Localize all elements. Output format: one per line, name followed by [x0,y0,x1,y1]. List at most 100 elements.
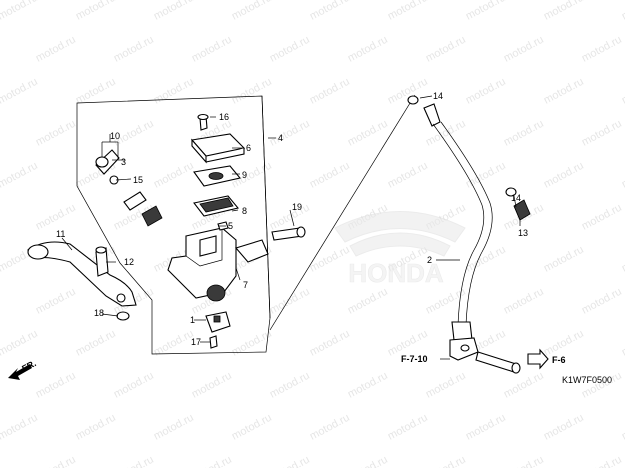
watermark-text: motod.ru [502,370,546,401]
watermark-text: motod.ru [230,76,274,107]
reference-arrow-icon [527,348,549,370]
watermark-text: motod.ru [620,244,625,275]
watermark-text: motod.ru [502,286,546,317]
watermark-text: motod.ru [308,412,352,443]
watermark-text: motod.ru [386,0,430,23]
watermark-text: motod.ru [152,160,196,191]
front-label: FR. [20,358,37,374]
watermark-text: motod.ru [308,76,352,107]
watermark-text: motod.ru [308,0,352,23]
watermark-text: motod.ru [268,286,312,317]
watermark-text: motod.ru [424,370,468,401]
watermark-text: motod.ru [308,160,352,191]
watermark-text: motod.ru [620,0,625,23]
callout-6: 6 [246,143,251,153]
watermark-text: motod.ru [424,34,468,65]
watermark-text: motod.ru [542,0,586,23]
watermark-text: motod.ru [502,454,546,468]
watermark-text: motod.ru [464,244,508,275]
watermark-text: motod.ru [580,34,624,65]
callout-16: 16 [219,112,229,122]
reference-right: F-6 [552,355,566,365]
watermark-text: motod.ru [464,76,508,107]
watermark-text: motod.ru [346,454,390,468]
watermark-text: motod.ru [542,76,586,107]
watermark-text: motod.ru [190,454,234,468]
watermark-text: motod.ru [34,370,78,401]
reference-left: F-7-10 [401,354,428,364]
lever-part [27,241,137,307]
watermark-text: motod.ru [34,118,78,149]
watermark-text: motod.ru [112,370,156,401]
assembly-outline [76,95,271,355]
watermark-text: motod.ru [190,370,234,401]
watermark-text: motod.ru [74,412,118,443]
watermark-text: motod.ru [542,328,586,359]
leader-lines [61,95,521,343]
callout-18: 18 [94,308,104,318]
watermark-text: motod.ru [268,118,312,149]
watermark-text: motod.ru [308,244,352,275]
watermark-text: motod.ru [620,76,625,107]
watermark-text: motod.ru [268,202,312,233]
watermark-text: motod.ru [620,412,625,443]
callout-labels: 3 15 10 16 6 9 8 4 5 7 11 12 18 1 17 19 … [56,91,528,347]
watermark-text: motod.ru [346,118,390,149]
callout-19: 19 [292,202,302,212]
brake-switch-boot [206,284,226,302]
watermark-text: motod.ru [464,0,508,23]
watermark-text: motod.ru [542,412,586,443]
front-direction-indicator: FR. [8,358,38,380]
lever-tip [27,244,49,260]
watermark-text: motod.ru [0,328,40,359]
watermark-text: motod.ru [580,202,624,233]
brand-wordmark: HONDA [348,258,444,288]
mount-clamp-part [235,239,269,263]
watermark-text: motod.ru [230,412,274,443]
spring-part [141,205,163,227]
piston-cup [95,156,109,168]
watermark-text: motod.ru [112,34,156,65]
watermark-text: motod.ru [34,34,78,65]
master-cylinder-body [167,227,237,299]
watermark-text: motod.ru [268,454,312,468]
watermark-text: motod.ru [0,160,40,191]
watermark-text: motod.ru [386,76,430,107]
watermark-text: motod.ru [268,34,312,65]
callout-17: 17 [191,337,201,347]
watermark-text: motod.ru [34,202,78,233]
watermark-text: motod.ru [0,0,40,23]
watermark-text: motod.ru [74,0,118,23]
watermark-text: motod.ru [620,160,625,191]
watermark-text: motod.ru [34,286,78,317]
watermark-text: motod.ru [580,118,624,149]
watermark-text: motod.ru [386,412,430,443]
callout-3: 3 [121,157,126,167]
watermark-text: motod.ru [346,370,390,401]
hose-top-union [423,103,441,127]
callout-14-side: 14 [511,193,521,203]
watermark-text: motod.ru [542,244,586,275]
watermark-text: motod.ru [580,286,624,317]
honda-wing-logo: HONDA [334,211,466,288]
watermark-text: motod.ru [580,454,624,468]
callout-9: 9 [242,170,247,180]
watermark-text: motod.ru [0,76,40,107]
piston-part [123,191,147,211]
watermark-text: motod.ru [112,454,156,468]
watermark-text: motod.ru [424,454,468,468]
watermark-text: motod.ru [308,328,352,359]
hose-bolt-part [475,351,517,373]
watermark-text: motod.ru [386,160,430,191]
watermark-text: motod.ru [34,454,78,468]
hose-guide-line [269,94,416,331]
callout-2: 2 [427,255,432,265]
callout-10: 10 [110,131,120,141]
callout-5: 5 [228,221,233,231]
callout-8: 8 [242,206,247,216]
watermark-text: motod.ru [152,412,196,443]
callout-14-top: 14 [433,91,443,101]
